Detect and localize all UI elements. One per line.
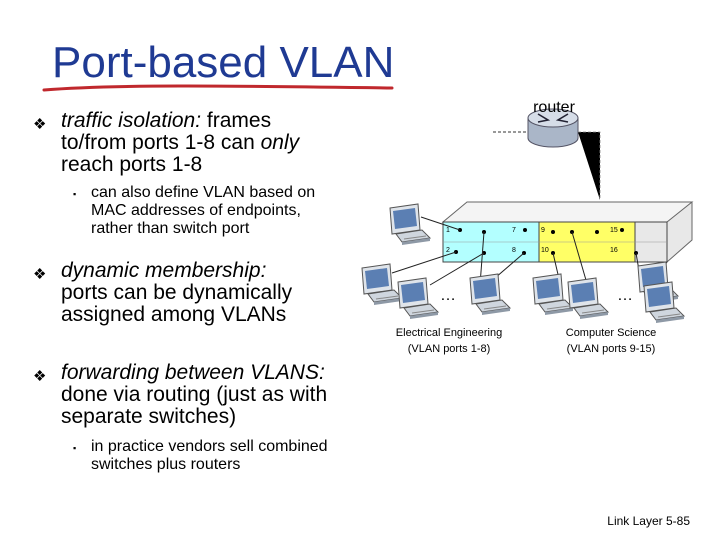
bullet-line: separate switches) [61,406,327,428]
sub-bullet-line: can also define VLAN based on [91,184,316,201]
sub-bullet-1-text: can also define VLAN based on MAC addres… [91,184,315,238]
ee-caption: Electrical Engineering [396,327,502,339]
computer-icon [532,273,574,316]
cs-caption: (VLAN ports 9-15) [567,343,656,355]
bullet-text-span: ports can be dynamically [61,281,293,304]
slide-title: Port-based VLAN [52,38,395,87]
computer-icon [469,273,511,316]
ee-caption: (VLAN ports 1-8) [408,343,491,355]
bullet-marker: ❖ [33,266,47,283]
bullet-marker: ❖ [33,368,47,385]
port-label: 8 [512,247,516,254]
computer-icon [643,281,685,324]
bullet-1-text: traffic isolation: frames to/from ports … [61,110,299,176]
port-label: 10 [541,247,549,254]
sub-bullet-line: rather than switch port [91,220,250,237]
sub-bullet-line: in practice vendors sell combined [91,438,328,455]
port-label: 9 [541,227,545,234]
sub-bullet-marker: ▪ [73,443,77,453]
bullet-text-span: assigned among VLANs [61,303,287,326]
bullet-line: ports can be dynamically [61,282,292,304]
bullet-text-span: separate switches) [61,405,237,428]
ee-ellipsis: … [440,287,456,304]
bullet-text-span: to/from ports 1-8 can [61,131,261,154]
computer-icon [567,277,609,320]
port-label: 16 [610,247,618,254]
switch-icon [441,201,694,263]
cs-caption: Computer Science [566,327,657,339]
bullet-text-italic: only [260,131,300,154]
computer-icon [361,263,403,306]
bullet-1-heading: traffic isolation: [61,109,202,132]
sub-bullet-3-text: in practice vendors sell combined switch… [91,438,328,474]
slide-footer: Link Layer 5-85 [607,514,690,528]
port-label: 7 [512,227,516,234]
port-label: 15 [610,227,618,234]
sub-bullet-line: MAC addresses of endpoints, [91,202,301,219]
bullet-2-heading: dynamic membership: [61,259,267,282]
router-icon [527,108,579,148]
bullet-text-span: done via routing (just as with [61,383,328,406]
bullet-marker: ❖ [33,116,47,133]
bullet-line: traffic isolation: frames [61,110,299,132]
bullet-3-text: forwarding between VLANS: done via routi… [61,362,327,428]
sub-bullet-marker: ▪ [73,189,77,199]
cs-ellipsis: … [617,287,633,304]
bullet-line: assigned among VLANs [61,304,292,326]
bullet-line: dynamic membership: [61,260,292,282]
bullet-3-heading: forwarding between VLANS: [61,361,325,384]
port-label: 1 [446,227,450,234]
port-label: 2 [446,247,450,254]
bullet-line: done via routing (just as with [61,384,327,406]
computer-icon [389,203,431,246]
bullet-text-span: reach ports 1-8 [61,153,203,176]
bullet-line: reach ports 1-8 [61,154,299,176]
bullet-2-text: dynamic membership: ports can be dynamic… [61,260,292,326]
bullet-line: forwarding between VLANS: [61,362,327,384]
sub-bullet-line: switches plus routers [91,456,241,473]
router-label: router [533,99,575,116]
bullet-text-span: frames [201,109,272,132]
title-underline [42,84,394,92]
bullet-line: to/from ports 1-8 can only [61,132,299,154]
router-uplink [578,131,601,200]
